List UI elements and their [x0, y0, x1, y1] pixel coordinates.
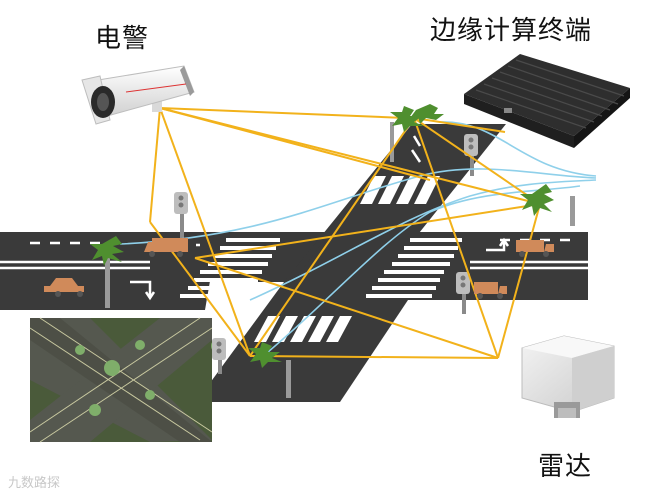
truck-icon — [144, 238, 554, 299]
watermark: 九数路探 — [8, 476, 61, 491]
crosswalk-right — [366, 238, 462, 298]
turn-arrow-icon — [130, 135, 510, 301]
camera-label: 电警 — [95, 24, 150, 54]
traffic-light-icon — [174, 134, 478, 374]
crosswalk-left — [180, 238, 280, 298]
radar-icon — [521, 335, 615, 418]
aerial-intersection-inset — [29, 317, 225, 443]
edge-terminal-label: 边缘计算终端 — [430, 16, 593, 46]
signal-poles — [105, 122, 575, 398]
radar-label: 雷达 — [538, 452, 593, 482]
edge-terminal-icon — [464, 54, 630, 148]
connection-lines — [149, 107, 541, 359]
radar-beams — [119, 121, 597, 353]
tree-icon — [90, 104, 554, 368]
camera-icon — [81, 65, 195, 125]
car-icon — [44, 278, 84, 297]
crosswalk-bottom — [254, 316, 352, 342]
